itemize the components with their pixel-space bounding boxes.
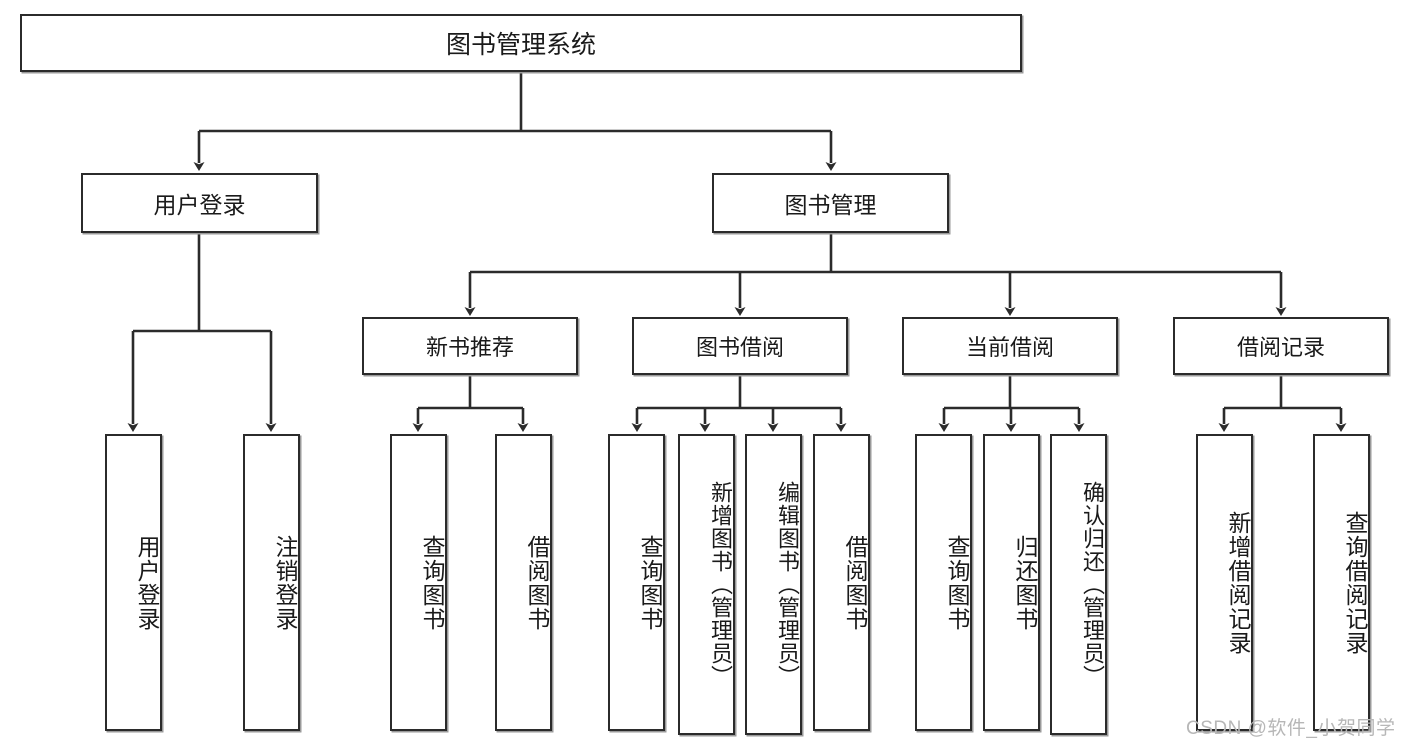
node-label: 注销登录 xyxy=(272,534,298,631)
node-borrow-record[interactable]: 借阅记录 xyxy=(1173,317,1389,375)
node-root-book-management-system[interactable]: 图书管理系统 xyxy=(20,14,1022,72)
leaf-borrow-book-recommend[interactable]: 借阅图书 xyxy=(495,434,552,731)
node-label: 归还图书 xyxy=(1012,534,1038,631)
watermark: CSDN @软件_小贺同学 xyxy=(1186,718,1396,739)
leaf-user-login[interactable]: 用户登录 xyxy=(105,434,162,731)
node-label: 新书推荐 xyxy=(425,335,514,360)
node-label: 新增图书（管理员） xyxy=(708,481,733,688)
node-label: 用户登录 xyxy=(153,192,246,218)
node-book-borrow[interactable]: 图书借阅 xyxy=(632,317,848,375)
node-label: 编辑图书（管理员） xyxy=(775,481,800,688)
node-label: 图书借阅 xyxy=(695,335,784,360)
leaf-return-book[interactable]: 归还图书 xyxy=(983,434,1040,731)
node-label: 查询图书 xyxy=(637,534,663,631)
leaf-user-logout[interactable]: 注销登录 xyxy=(243,434,300,731)
node-user-login[interactable]: 用户登录 xyxy=(81,173,318,233)
node-label: 借阅图书 xyxy=(842,534,868,631)
leaf-query-borrow-record[interactable]: 查询借阅记录 xyxy=(1313,434,1370,731)
leaf-borrow-book[interactable]: 借阅图书 xyxy=(813,434,870,731)
leaf-confirm-return-admin[interactable]: 确认归还（管理员） xyxy=(1050,434,1107,735)
node-label: 查询借阅记录 xyxy=(1342,510,1368,655)
node-label: 图书管理系统 xyxy=(445,31,596,59)
leaf-add-book-admin[interactable]: 新增图书（管理员） xyxy=(678,434,735,735)
node-label: 图书管理 xyxy=(784,192,877,218)
leaf-add-borrow-record[interactable]: 新增借阅记录 xyxy=(1196,434,1253,731)
node-label: 当前借阅 xyxy=(965,335,1054,360)
node-label: 查询图书 xyxy=(419,534,445,631)
leaf-query-book-recommend[interactable]: 查询图书 xyxy=(390,434,447,731)
node-new-book-recommend[interactable]: 新书推荐 xyxy=(362,317,578,375)
node-label: 确认归还（管理员） xyxy=(1080,481,1105,688)
node-current-borrow[interactable]: 当前借阅 xyxy=(902,317,1118,375)
leaf-edit-book-admin[interactable]: 编辑图书（管理员） xyxy=(745,434,802,735)
node-label: 借阅图书 xyxy=(524,534,550,631)
node-label: 借阅记录 xyxy=(1236,335,1325,360)
node-label: 用户登录 xyxy=(134,534,160,631)
node-book-management[interactable]: 图书管理 xyxy=(712,173,949,233)
node-label: 查询图书 xyxy=(944,534,970,631)
leaf-query-book-borrow[interactable]: 查询图书 xyxy=(608,434,665,731)
leaf-query-book-current[interactable]: 查询图书 xyxy=(915,434,972,731)
node-label: 新增借阅记录 xyxy=(1225,510,1251,655)
